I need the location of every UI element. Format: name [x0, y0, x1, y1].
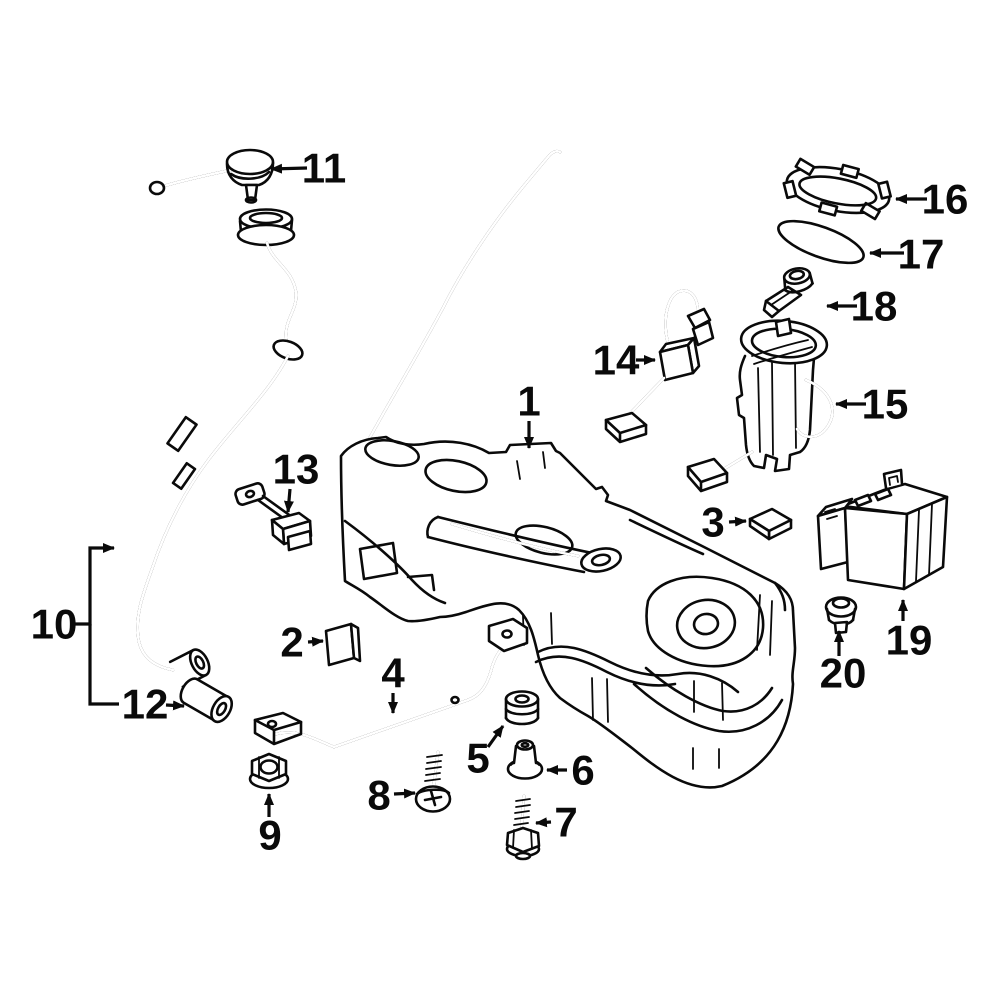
- leader-arrow-10: [75, 543, 115, 626]
- callout-label-5: 5: [466, 735, 489, 782]
- pipe-tab-lower: [171, 462, 197, 490]
- part-6-grommet: [506, 739, 544, 780]
- callout-label-8: 8: [367, 772, 390, 819]
- part-13-bracket: [234, 482, 313, 552]
- callout-label-20: 20: [820, 650, 867, 697]
- callout-2: 2: [280, 619, 324, 666]
- part-1-fuel-tank: [339, 435, 797, 789]
- callout-20: 20: [820, 630, 867, 697]
- callout-13: 13: [273, 446, 320, 513]
- leader-arrow-11: [270, 163, 308, 174]
- callout-19: 19: [886, 599, 933, 664]
- leader-arrow-3: [728, 516, 747, 527]
- part-20-nut: [824, 596, 858, 635]
- leader-arrow-7: [535, 817, 552, 828]
- callout-label-19: 19: [886, 617, 933, 664]
- part-18-clamp: [762, 266, 814, 319]
- pipe-tab-upper: [166, 415, 198, 453]
- part-2-mount-pad: [324, 622, 362, 667]
- part-5-bushing: [504, 690, 540, 726]
- leader-arrow-5: [486, 725, 505, 748]
- callout-6: 6: [546, 747, 595, 794]
- callout-4: 4: [381, 650, 405, 714]
- part-16-lock-ring: [782, 157, 892, 221]
- leader-arrow-13: [283, 488, 294, 513]
- part-17-seal: [777, 219, 865, 265]
- callout-label-1: 1: [517, 378, 540, 425]
- callout-label-2: 2: [280, 619, 303, 666]
- callout-label-9: 9: [258, 812, 281, 859]
- leader-arrow-12: [165, 700, 185, 711]
- callout-label-4: 4: [381, 650, 405, 697]
- callout-3: 3: [701, 499, 747, 546]
- callout-label-11: 11: [302, 145, 346, 192]
- callout-label-17: 17: [898, 231, 945, 278]
- callout-label-13: 13: [273, 446, 320, 493]
- callout-15: 15: [835, 381, 909, 428]
- callout-8: 8: [367, 772, 416, 819]
- callout-label-18: 18: [851, 283, 898, 330]
- callout-label-6: 6: [571, 747, 594, 794]
- callout-label-14: 14: [593, 337, 640, 384]
- leader-arrow-10: [88, 624, 119, 706]
- callout-16: 16: [895, 176, 969, 223]
- part-4-tank-strap: [253, 617, 529, 749]
- callout-label-7: 7: [554, 799, 577, 846]
- vent-pipe: [360, 149, 562, 454]
- callout-7: 7: [535, 799, 578, 846]
- part-19-control-module: [816, 468, 949, 591]
- part-14-fuel-level-sensor: [604, 289, 715, 444]
- part-11-fuel-filler-cap: [148, 148, 275, 204]
- callout-label-10: 10: [31, 601, 78, 648]
- part-9-nut: [248, 752, 290, 790]
- part-7-bolt: [505, 794, 541, 861]
- part-12-sleeve: [179, 677, 234, 724]
- callout-18: 18: [826, 283, 898, 330]
- part-8-screw: [414, 750, 452, 813]
- part-15-fuel-pump-module: [686, 317, 834, 493]
- callout-label-3: 3: [701, 499, 724, 546]
- callout-5: 5: [466, 725, 505, 782]
- callout-17: 17: [869, 231, 945, 278]
- callout-9: 9: [258, 793, 282, 859]
- part-3-mount-pad: [748, 507, 793, 541]
- callout-label-12: 12: [122, 681, 169, 728]
- callout-11: 11: [270, 145, 346, 192]
- callout-label-15: 15: [862, 381, 909, 428]
- callout-10: 10: [31, 543, 119, 706]
- callout-1: 1: [517, 378, 541, 449]
- leader-arrow-2: [307, 636, 324, 647]
- part-10-filler-pipe: [136, 208, 304, 689]
- callout-label-16: 16: [922, 176, 969, 223]
- callout-14: 14: [593, 337, 656, 384]
- leader-arrow-8: [393, 788, 416, 799]
- callout-12: 12: [122, 681, 185, 728]
